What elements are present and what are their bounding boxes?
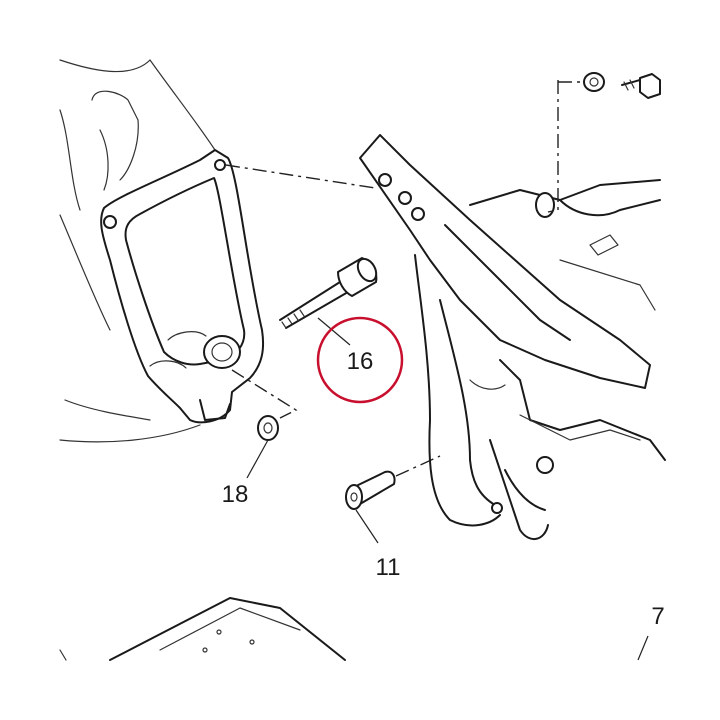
leader-7 [637,635,649,661]
callout-11[interactable]: 11 [376,554,401,581]
lower-cover [59,597,346,661]
highlight-ring [316,316,404,404]
callout-7[interactable]: 7 [651,603,664,630]
leader-11 [355,509,379,544]
leader-18 [246,439,269,479]
frame-casting [59,59,265,443]
bracket-assembly [359,134,666,540]
washer [257,415,279,441]
assembly-line-washer [231,369,298,419]
assembly-line-pin [395,455,441,477]
top-bolt-nut [547,72,661,213]
leader-16 [317,317,351,346]
assembly-line-frame [225,164,376,189]
callout-18[interactable]: 18 [222,481,249,508]
bolt-long [279,257,378,329]
pin-short [345,470,396,510]
callout-16[interactable]: 16 [347,348,374,375]
